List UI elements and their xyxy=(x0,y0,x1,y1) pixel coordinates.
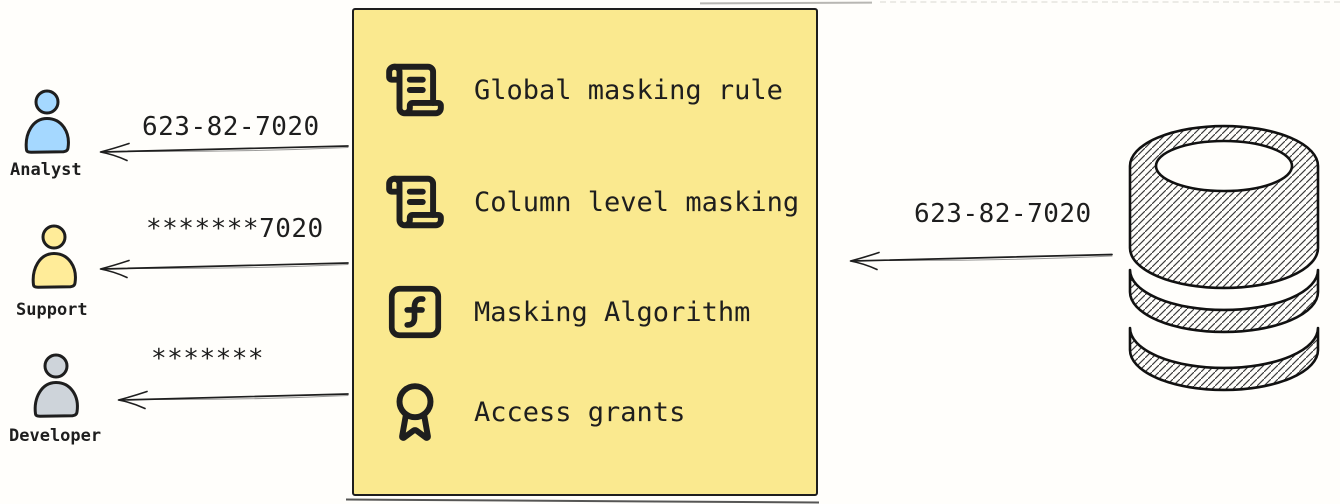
developer-figure xyxy=(31,353,81,419)
arrow-to-analyst xyxy=(99,142,349,162)
award-icon xyxy=(384,381,446,443)
rule-label: Column level masking xyxy=(474,186,800,218)
developer-label: Developer xyxy=(9,426,102,446)
top-dashed-line xyxy=(880,1,1340,3)
masking-rules-box: Global masking rule Column level masking… xyxy=(352,8,818,496)
rule-row-global-masking: Global masking rule xyxy=(354,54,816,126)
developer-flow-value: ******* xyxy=(151,344,265,374)
top-sketch-stroke xyxy=(699,1,873,5)
person-icon xyxy=(33,353,79,418)
analyst-label: Analyst xyxy=(10,160,82,180)
support-label: Support xyxy=(16,300,88,320)
rule-row-column-masking: Column level masking xyxy=(354,166,816,238)
rule-label: Access grants xyxy=(474,396,686,428)
database-icon xyxy=(1124,120,1324,398)
arrow-database-to-box xyxy=(849,251,1113,271)
rule-label: Masking Algorithm xyxy=(474,296,751,328)
arrow-to-developer xyxy=(117,390,349,410)
rule-row-access-grants: Access grants xyxy=(354,376,816,448)
person-icon xyxy=(24,89,70,154)
scroll-text-icon xyxy=(384,171,446,233)
arrow-to-support xyxy=(99,259,349,279)
rule-label: Global masking rule xyxy=(474,74,783,106)
person-icon xyxy=(31,224,77,289)
support-flow-value: *******7020 xyxy=(146,214,324,244)
rule-row-masking-algorithm: Masking Algorithm xyxy=(354,276,816,348)
analyst-figure xyxy=(22,89,72,155)
function-square-icon xyxy=(384,281,446,343)
support-figure xyxy=(29,224,79,290)
scroll-text-icon xyxy=(384,59,446,121)
database-flow-value: 623-82-7020 xyxy=(914,199,1092,229)
analyst-flow-value: 623-82-7020 xyxy=(142,112,320,142)
